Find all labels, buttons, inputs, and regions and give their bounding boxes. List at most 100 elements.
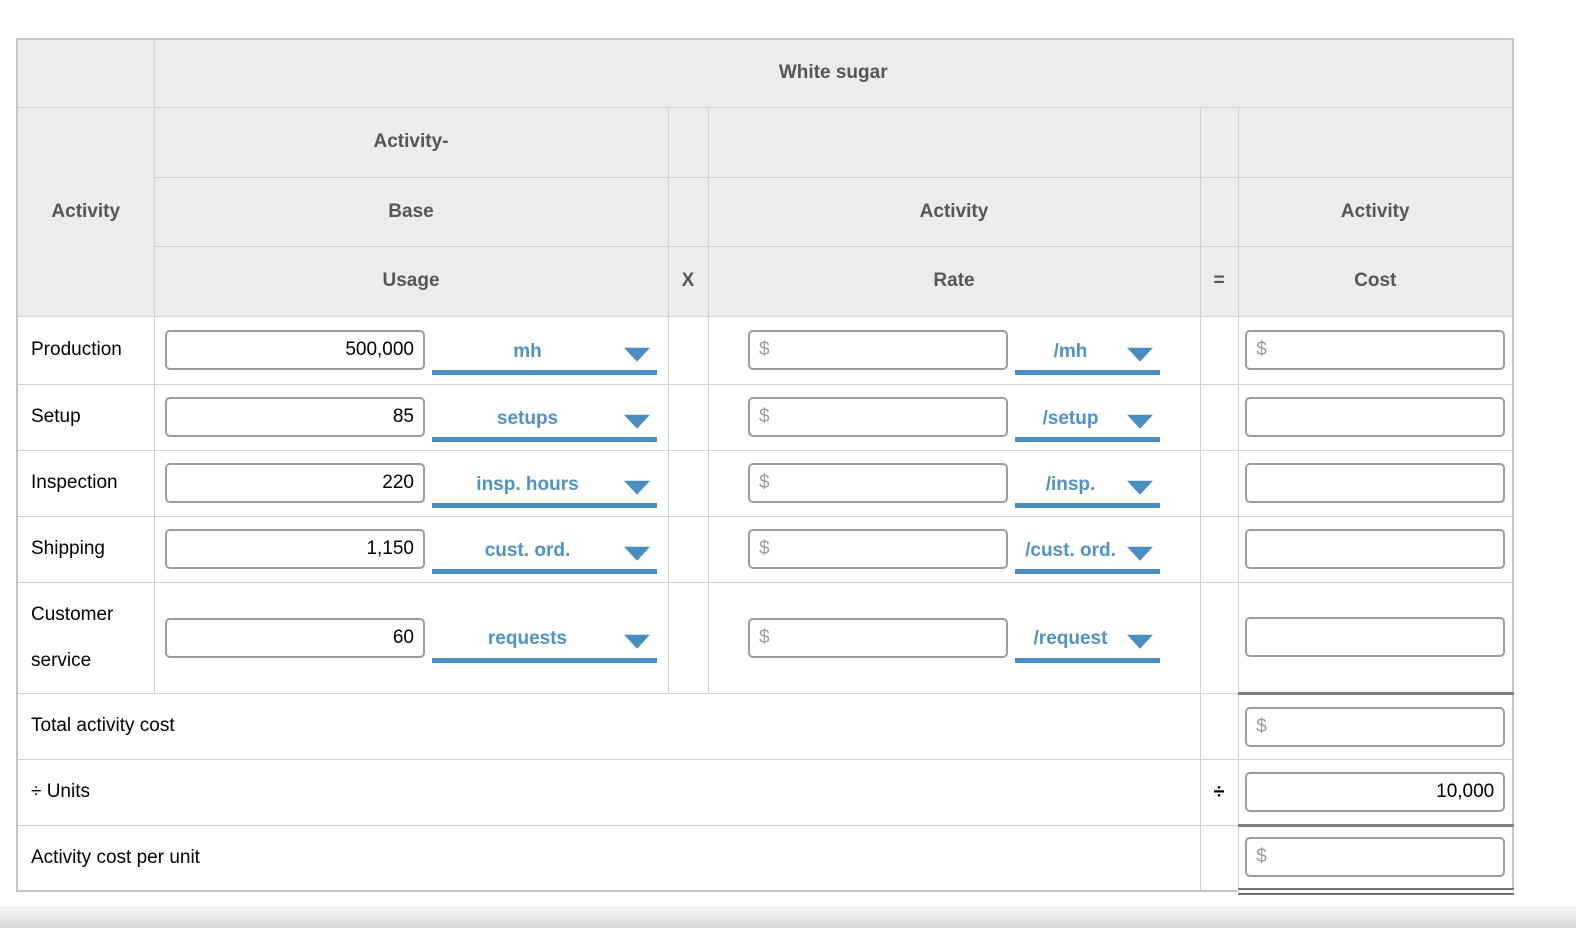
- usage-value: 220: [382, 472, 414, 493]
- activity-label: Shipping: [16, 515, 155, 583]
- rate-unit-dropdown[interactable]: /insp.: [1015, 470, 1160, 508]
- rate-unit-label: /insp.: [1045, 473, 1096, 495]
- rate-input[interactable]: $: [748, 529, 1008, 569]
- rate-unit-label: /mh: [1053, 340, 1088, 362]
- total-activity-cost-label: Total activity cost: [16, 692, 1201, 760]
- rate-unit-dropdown[interactable]: /setup: [1015, 404, 1160, 442]
- usage-unit-label: requests: [487, 628, 568, 649]
- table-row-customer-service: Customer service 60 requests $ /request: [16, 581, 1514, 694]
- dropdown-arrow-icon: [624, 414, 650, 429]
- dropdown-arrow-icon: [1127, 546, 1153, 561]
- cost-input[interactable]: [1245, 617, 1506, 657]
- dollar-prefix: $: [759, 339, 770, 360]
- units-input[interactable]: 10,000: [1245, 771, 1506, 812]
- dropdown-arrow-icon: [1127, 347, 1153, 362]
- usage-unit-label: setups: [496, 407, 559, 429]
- activity-label: Setup: [16, 383, 155, 451]
- rate-header-line1: [707, 106, 1201, 178]
- cost-header-line2: Activity: [1237, 176, 1514, 247]
- dollar-prefix: $: [1256, 846, 1267, 867]
- table-row-cost-per-unit: Activity cost per unit $: [16, 823, 1514, 895]
- usage-value: 85: [392, 406, 414, 427]
- x-cell: [667, 515, 709, 583]
- rate-unit-label: /cust. ord.: [1025, 539, 1116, 561]
- dropdown-arrow-icon: [624, 634, 650, 649]
- equals-cell: [1199, 383, 1239, 451]
- equals-symbol: =: [1199, 245, 1239, 317]
- usage-header-line2: Base: [153, 176, 669, 247]
- dollar-prefix: $: [759, 626, 770, 648]
- dollar-prefix: $: [759, 406, 770, 427]
- cost-input[interactable]: [1245, 529, 1506, 569]
- cost-input[interactable]: [1245, 397, 1506, 437]
- dropdown-arrow-icon: [624, 546, 650, 561]
- usage-value: 1,150: [366, 538, 414, 559]
- product-header: White sugar: [153, 38, 1514, 108]
- usage-value: 60: [392, 626, 414, 648]
- usage-input[interactable]: 85: [165, 397, 425, 437]
- corner-blank-cell: [16, 38, 155, 108]
- cost-input[interactable]: [1245, 463, 1506, 503]
- table-row-production: Production 500,000 mh $ /mh $: [16, 315, 1514, 385]
- usage-input[interactable]: 60: [165, 617, 425, 658]
- rate-unit-dropdown[interactable]: /cust. ord.: [1015, 536, 1160, 574]
- activity-label: Inspection: [16, 449, 155, 517]
- activity-cost-per-unit-label: Activity cost per unit: [16, 824, 1201, 892]
- usage-unit-dropdown[interactable]: requests: [432, 625, 657, 663]
- usage-unit-dropdown[interactable]: setups: [432, 404, 657, 442]
- multiply-symbol: X: [667, 245, 709, 317]
- rate-header-line3: Rate: [707, 245, 1201, 317]
- table-row-units: ÷ Units ÷ 10,000: [16, 758, 1514, 826]
- dropdown-arrow-icon: [1127, 414, 1153, 429]
- dollar-prefix: $: [759, 538, 770, 559]
- rate-unit-label: /setup: [1042, 407, 1099, 429]
- table-row-inspection: Inspection 220 insp. hours $ /insp.: [16, 449, 1514, 517]
- dollar-prefix: $: [1256, 715, 1267, 737]
- units-label: ÷ Units: [16, 758, 1201, 826]
- total-activity-cost-input[interactable]: $: [1245, 706, 1506, 747]
- usage-unit-dropdown[interactable]: cust. ord.: [432, 536, 657, 574]
- table-row-total: Total activity cost $: [16, 691, 1514, 760]
- usage-header-line3: Usage: [153, 245, 669, 317]
- usage-value: 500,000: [345, 339, 414, 360]
- dropdown-arrow-icon: [1127, 480, 1153, 495]
- x-cell: [667, 315, 709, 385]
- usage-input[interactable]: 220: [165, 463, 425, 503]
- rate-unit-dropdown[interactable]: /mh: [1015, 337, 1160, 375]
- equals-column-blank: [1199, 106, 1239, 178]
- activity-label: Production: [16, 315, 155, 385]
- dollar-prefix: $: [1256, 339, 1267, 360]
- usage-input[interactable]: 1,150: [165, 529, 425, 569]
- rate-input[interactable]: $: [748, 463, 1008, 503]
- horizontal-scrollbar-track[interactable]: [0, 907, 1576, 928]
- rate-unit-dropdown[interactable]: /request: [1015, 625, 1160, 663]
- dropdown-arrow-icon: [1127, 634, 1153, 649]
- rate-unit-label: /request: [1033, 628, 1108, 649]
- activity-cost-per-unit-input[interactable]: $: [1245, 837, 1506, 877]
- rate-input[interactable]: $: [748, 617, 1008, 658]
- equals-cell: [1199, 449, 1239, 517]
- equals-cell: [1199, 515, 1239, 583]
- equals-cell: [1199, 692, 1239, 760]
- dropdown-arrow-icon: [624, 480, 650, 495]
- rate-input[interactable]: $: [748, 397, 1008, 437]
- activity-label: Customer service: [16, 581, 155, 694]
- equals-cell: [1199, 824, 1239, 892]
- dropdown-arrow-icon: [624, 347, 650, 362]
- rate-input[interactable]: $: [748, 330, 1008, 370]
- x-cell: [667, 383, 709, 451]
- x-cell: [667, 581, 709, 694]
- cost-input[interactable]: $: [1245, 330, 1506, 370]
- equals-cell: [1199, 315, 1239, 385]
- x-cell: [667, 449, 709, 517]
- usage-unit-dropdown[interactable]: insp. hours: [432, 470, 657, 508]
- x-column-blank: [667, 176, 709, 247]
- x-column-blank: [667, 106, 709, 178]
- usage-unit-label: mh: [513, 340, 542, 362]
- cost-header-line1: [1237, 106, 1514, 178]
- usage-input[interactable]: 500,000: [165, 330, 425, 370]
- rate-header-line2: Activity: [707, 176, 1201, 247]
- equals-cell: [1199, 581, 1239, 694]
- equals-column-blank: [1199, 176, 1239, 247]
- usage-unit-dropdown[interactable]: mh: [432, 337, 657, 375]
